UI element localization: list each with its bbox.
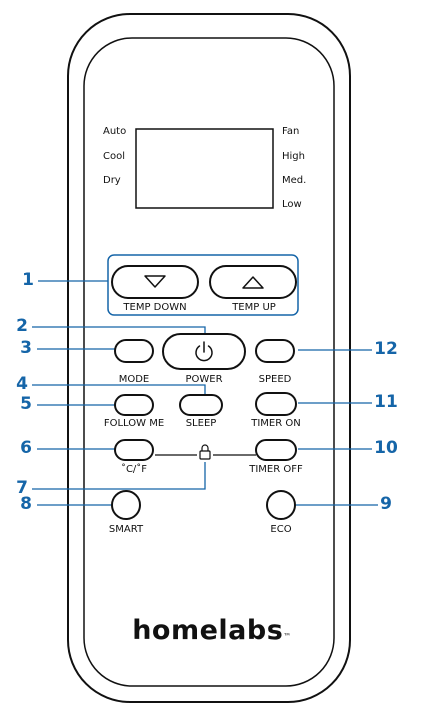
- mode-label-dry: Dry: [103, 175, 121, 186]
- remote-body-outer: [67, 13, 351, 703]
- follow-me-button: [114, 394, 154, 416]
- c-f-label: ˚C/˚F: [120, 464, 148, 475]
- power-label: POWER: [185, 374, 223, 385]
- callout-10: 10: [374, 438, 398, 458]
- temp-up-label: TEMP UP: [232, 302, 276, 313]
- callout-2: 2: [16, 316, 28, 336]
- callout-5: 5: [20, 394, 32, 414]
- lcd-display: [135, 128, 274, 209]
- timer-off-button: [255, 439, 297, 461]
- smart-label: SMART: [108, 524, 144, 535]
- timer-off-label: TIMER OFF: [249, 464, 303, 475]
- eco-button: [266, 490, 296, 520]
- callout-12: 12: [374, 339, 398, 359]
- temp-down-button: [111, 265, 199, 299]
- callout-1: 1: [22, 270, 34, 290]
- callout-11: 11: [374, 392, 398, 412]
- callout-9: 9: [380, 494, 392, 514]
- callout-4: 4: [16, 374, 28, 394]
- smart-button: [111, 490, 141, 520]
- timer-on-button: [255, 392, 297, 416]
- sleep-label: SLEEP: [185, 418, 217, 429]
- mode-label-low: Low: [282, 199, 302, 210]
- callout-7: 7: [16, 478, 28, 498]
- down-triangle-icon: [144, 275, 166, 288]
- c-f-button: [114, 439, 154, 461]
- brand-logo: homelabs™: [0, 615, 424, 646]
- temp-up-button: [209, 265, 297, 299]
- mode-button: [114, 339, 154, 363]
- up-triangle-icon: [242, 276, 264, 289]
- brand-name: homelabs: [132, 615, 284, 646]
- speed-label: SPEED: [258, 374, 292, 385]
- follow-me-label: FOLLOW ME: [103, 418, 165, 429]
- mode-label-fan: Fan: [282, 126, 300, 137]
- callout-6: 6: [20, 438, 32, 458]
- callout-line-7: [32, 462, 206, 490]
- callout-3: 3: [20, 338, 32, 358]
- timer-on-label: TIMER ON: [251, 418, 301, 429]
- speed-button: [255, 339, 295, 363]
- temp-button-group-frame: [107, 254, 299, 316]
- remote-body-inner: [83, 37, 335, 687]
- callout-8: 8: [20, 494, 32, 514]
- power-icon: [195, 341, 213, 362]
- mode-label-med: Med.: [282, 175, 307, 186]
- mode-label-auto: Auto: [103, 126, 127, 137]
- brand-trademark: ™: [283, 632, 292, 641]
- mode-label: MODE: [118, 374, 150, 385]
- mode-label-high: High: [282, 151, 305, 162]
- eco-label: ECO: [270, 524, 292, 535]
- mode-label-cool: Cool: [103, 151, 125, 162]
- temp-down-label: TEMP DOWN: [123, 302, 187, 313]
- sleep-button: [179, 394, 223, 416]
- lock-icon: [199, 444, 211, 460]
